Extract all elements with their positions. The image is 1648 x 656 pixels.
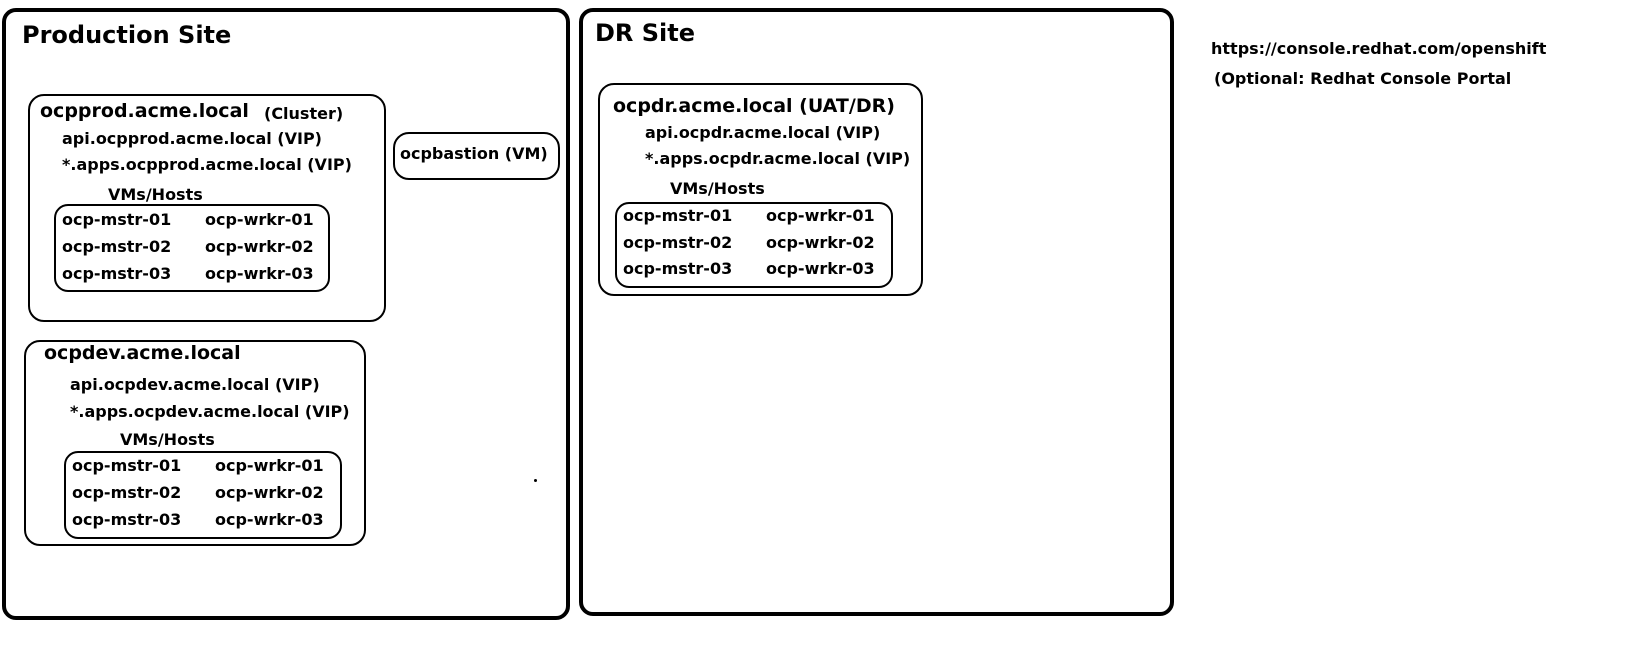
- portal-url: https://console.redhat.com/openshift: [1211, 39, 1547, 58]
- production-site-title: Production Site: [22, 21, 232, 49]
- dev-hosts-box: [64, 451, 342, 539]
- dr-worker-2: ocp-wrkr-02: [766, 233, 875, 252]
- prod-worker-3: ocp-wrkr-03: [205, 264, 314, 283]
- prod-cluster-box: [28, 94, 386, 322]
- bastion-box: [393, 132, 560, 180]
- dev-cluster-box: [24, 340, 366, 546]
- prod-master-2: ocp-mstr-02: [62, 237, 172, 256]
- prod-master-1: ocp-mstr-01: [62, 210, 172, 229]
- dev-apps-vip: *.apps.ocpdev.acme.local (VIP): [70, 402, 350, 421]
- dr-cluster-box: [598, 83, 923, 296]
- dev-master-1: ocp-mstr-01: [72, 456, 182, 475]
- dr-hosts-box: [615, 202, 893, 288]
- dr-worker-1: ocp-wrkr-01: [766, 206, 875, 225]
- bastion-label: ocpbastion (VM): [400, 144, 548, 163]
- dev-master-3: ocp-mstr-03: [72, 510, 182, 529]
- prod-hosts-label: VMs/Hosts: [108, 185, 203, 204]
- dr-cluster-name: ocpdr.acme.local (UAT/DR): [613, 95, 895, 117]
- prod-master-3: ocp-mstr-03: [62, 264, 172, 283]
- dev-cluster-name: ocpdev.acme.local: [44, 342, 241, 364]
- dr-site-title: DR Site: [595, 19, 696, 47]
- prod-cluster-tag: (Cluster): [264, 104, 344, 123]
- dr-worker-3: ocp-wrkr-03: [766, 259, 875, 278]
- stray-dot: [534, 479, 537, 482]
- prod-cluster-name: ocpprod.acme.local: [40, 100, 249, 122]
- portal-note: (Optional: Redhat Console Portal: [1214, 69, 1512, 88]
- prod-api-vip: api.ocpprod.acme.local (VIP): [62, 129, 322, 148]
- dr-master-2: ocp-mstr-02: [623, 233, 733, 252]
- dr-master-3: ocp-mstr-03: [623, 259, 733, 278]
- dr-apps-vip: *.apps.ocpdr.acme.local (VIP): [645, 149, 911, 168]
- dr-site-box: [579, 8, 1174, 616]
- dev-worker-1: ocp-wrkr-01: [215, 456, 324, 475]
- prod-apps-vip: *.apps.ocpprod.acme.local (VIP): [62, 155, 352, 174]
- dev-worker-3: ocp-wrkr-03: [215, 510, 324, 529]
- dr-hosts-label: VMs/Hosts: [670, 179, 765, 198]
- dev-hosts-label: VMs/Hosts: [120, 430, 215, 449]
- prod-worker-1: ocp-wrkr-01: [205, 210, 314, 229]
- dev-worker-2: ocp-wrkr-02: [215, 483, 324, 502]
- production-site-box: [2, 8, 570, 620]
- dr-api-vip: api.ocpdr.acme.local (VIP): [645, 123, 881, 142]
- dr-master-1: ocp-mstr-01: [623, 206, 733, 225]
- dev-api-vip: api.ocpdev.acme.local (VIP): [70, 375, 320, 394]
- prod-worker-2: ocp-wrkr-02: [205, 237, 314, 256]
- dev-master-2: ocp-mstr-02: [72, 483, 182, 502]
- prod-hosts-box: [54, 204, 330, 292]
